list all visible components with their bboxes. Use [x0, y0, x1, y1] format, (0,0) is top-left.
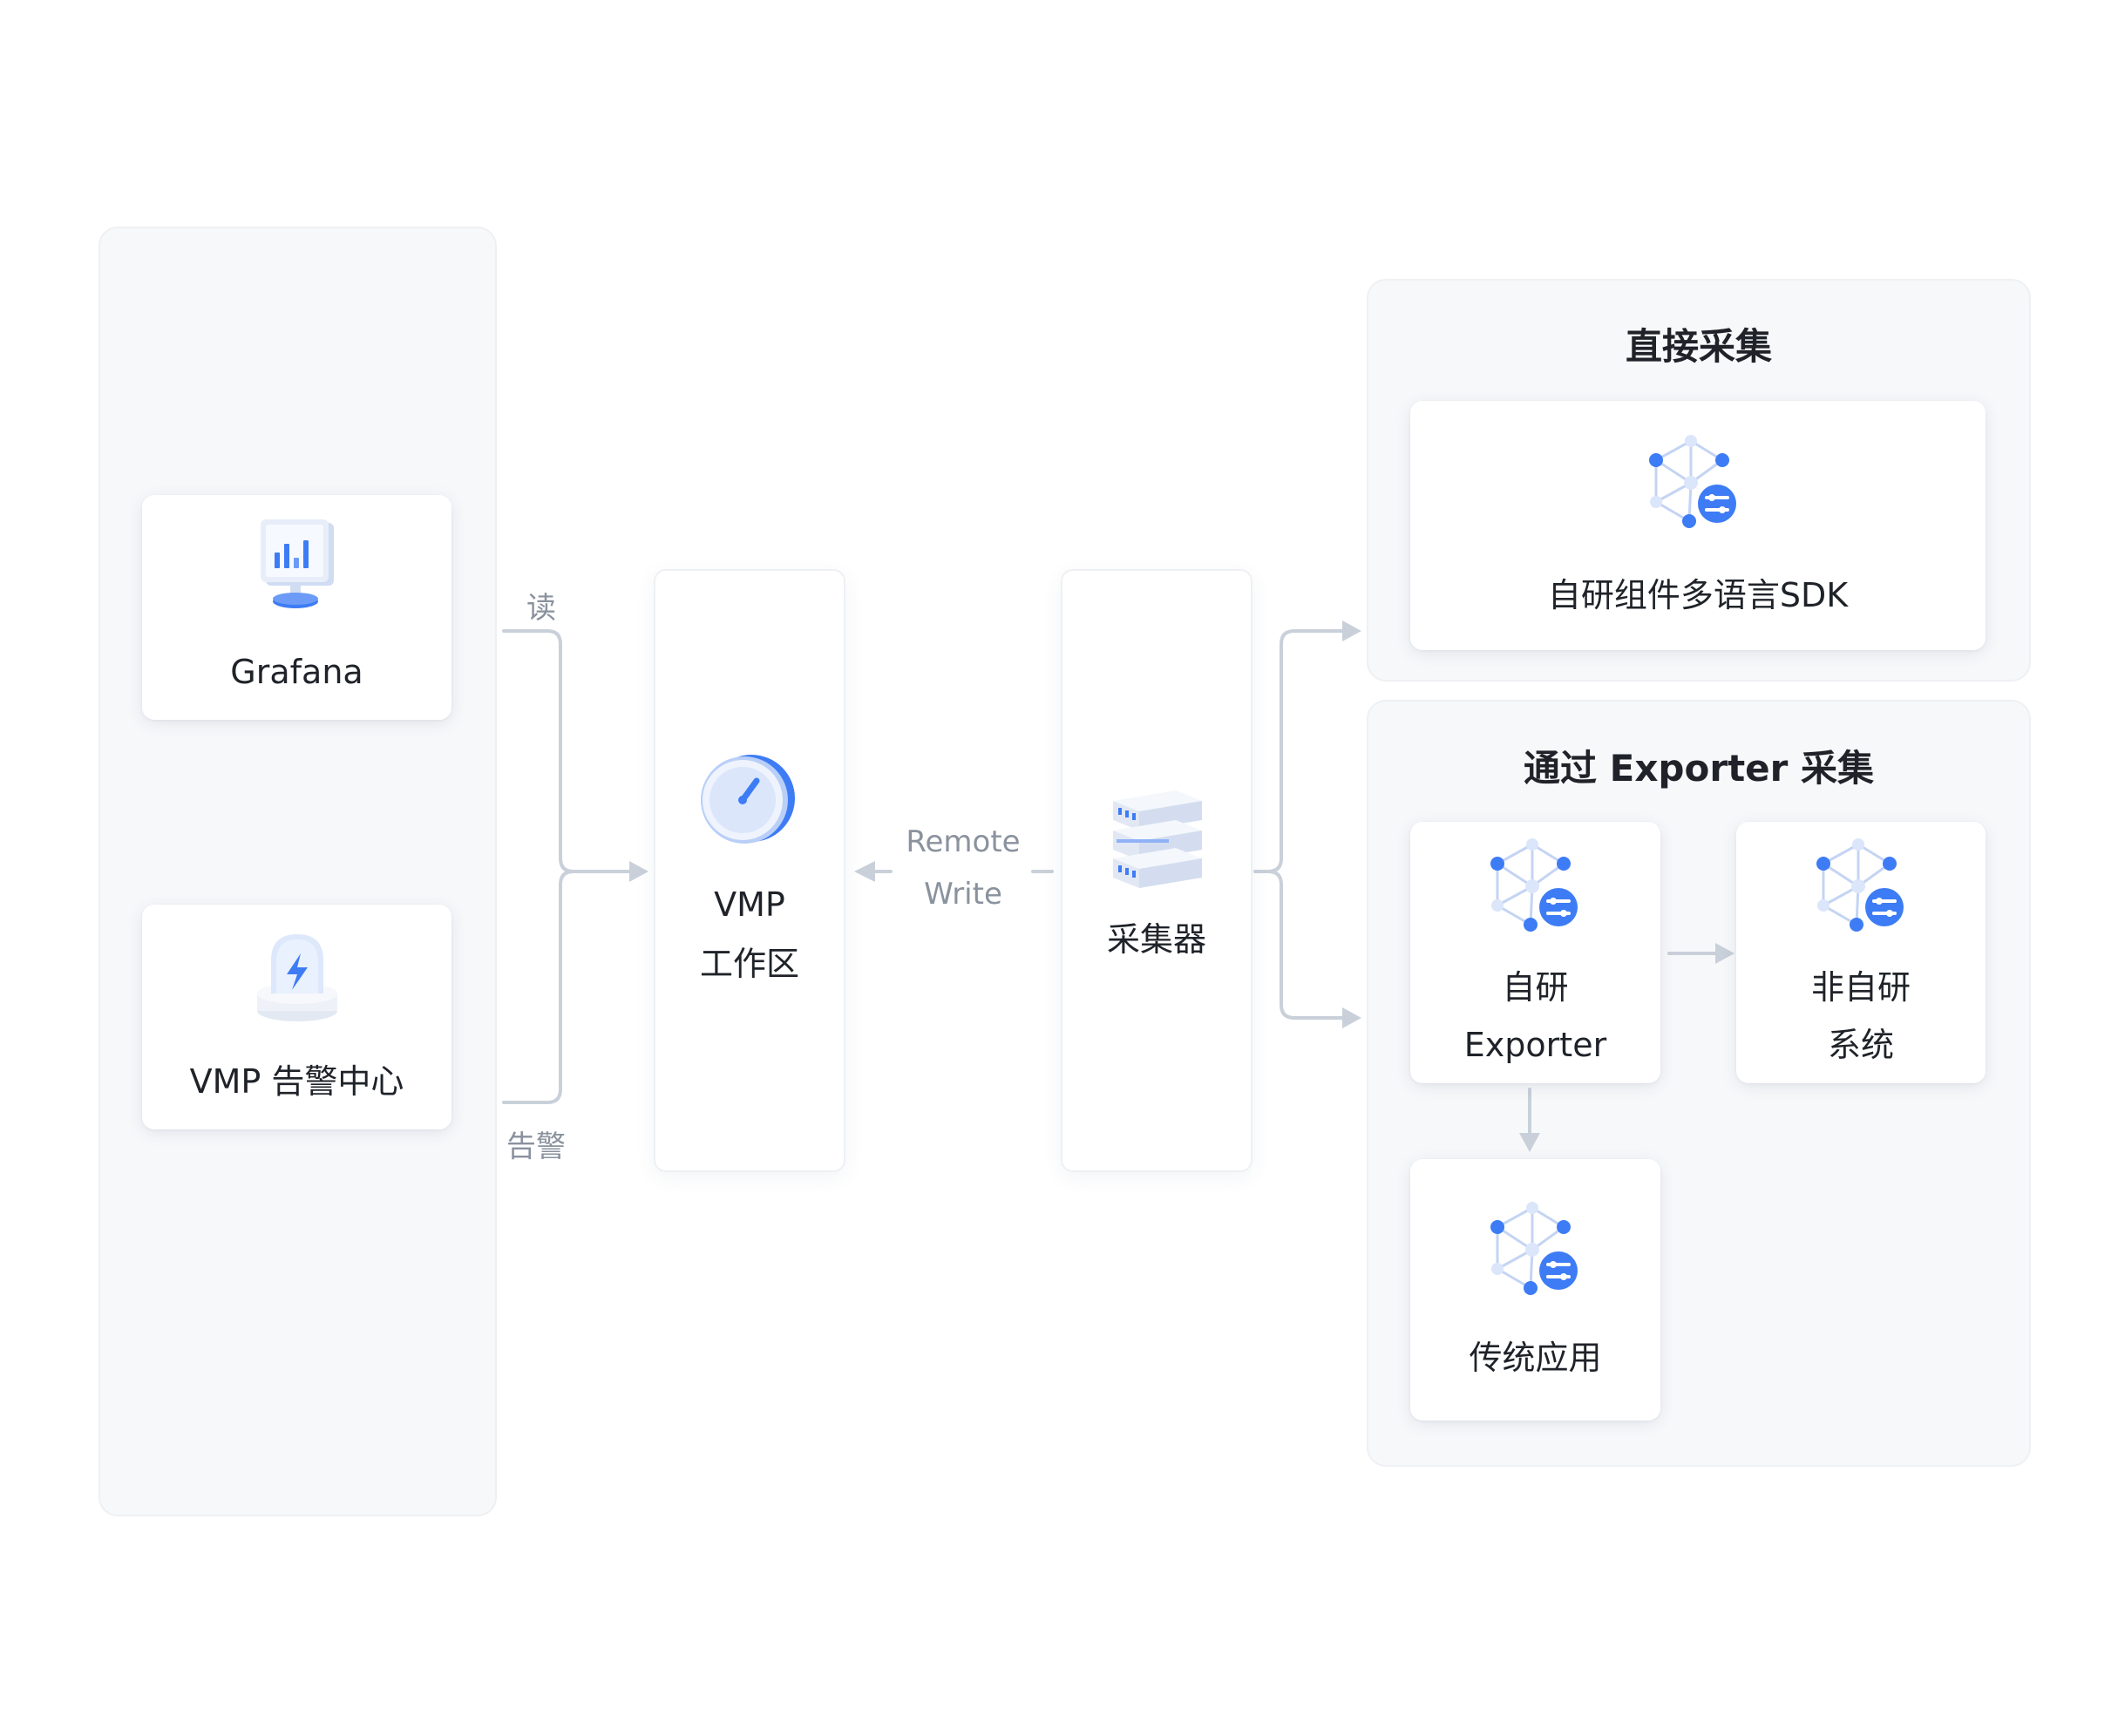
- vmp-workspace-label-line1: VMP: [714, 885, 785, 924]
- vmp-workspace-column[interactable]: VMP 工作区: [654, 569, 845, 1172]
- clients-panel: [98, 227, 497, 1516]
- alert-edge-label: 告警: [506, 1129, 566, 1164]
- self-exporter-card[interactable]: 自研 Exporter: [1410, 822, 1660, 1083]
- non-self-system-label-line2: 系统: [1827, 1026, 1894, 1064]
- non-self-system-label-line1: 非自研: [1810, 968, 1911, 1007]
- alert-center-card[interactable]: VMP 告警中心: [142, 905, 451, 1129]
- sdk-card[interactable]: 自研组件多语言SDK: [1410, 401, 1986, 650]
- exporter-collection-title: 通过 Exporter 采集: [1524, 747, 1874, 790]
- direct-collection-title: 直接采集: [1625, 325, 1772, 368]
- non-self-system-card[interactable]: 非自研 系统: [1736, 822, 1986, 1083]
- remote-write-label-line2: Write: [924, 877, 1002, 912]
- read-edge-label: 读: [526, 591, 556, 626]
- legacy-app-label: 传统应用: [1469, 1339, 1602, 1377]
- alert-center-label: VMP 告警中心: [189, 1062, 404, 1101]
- collector-split-connector-lower: [1266, 870, 1344, 1020]
- server-rack-icon: [1113, 790, 1202, 888]
- arrow-into-exporter: [1342, 1007, 1361, 1028]
- collector-column[interactable]: 采集器: [1061, 569, 1252, 1172]
- network-node-settings-icon: [1816, 838, 1904, 932]
- remote-write-label-line1: Remote: [906, 824, 1021, 859]
- self-exporter-label-line2: Exporter: [1463, 1026, 1607, 1064]
- arrow-into-workspace: [629, 861, 648, 882]
- sdk-label: 自研组件多语言SDK: [1547, 576, 1849, 614]
- vmp-workspace-label-line2: 工作区: [699, 945, 799, 983]
- arrow-into-direct: [1342, 620, 1361, 641]
- grafana-card[interactable]: Grafana: [142, 495, 451, 720]
- self-exporter-label-line1: 自研: [1502, 968, 1569, 1007]
- alarm-beacon-icon: [257, 934, 337, 1021]
- network-node-settings-icon: [1490, 1202, 1578, 1295]
- alert-connector: [502, 870, 575, 1104]
- arrow-into-legacy: [1519, 1133, 1540, 1152]
- arrow-into-workspace-from-collector: [854, 861, 875, 882]
- grafana-label: Grafana: [230, 653, 363, 691]
- arrow-into-nonself: [1715, 943, 1734, 964]
- network-node-settings-icon: [1490, 838, 1578, 932]
- collector-label: 采集器: [1106, 920, 1206, 959]
- monitor-chart-icon: [261, 519, 334, 608]
- network-node-settings-icon: [1649, 435, 1736, 528]
- gauge-icon: [701, 755, 795, 844]
- collector-split-connector: [1253, 629, 1344, 873]
- read-connector: [502, 629, 631, 873]
- legacy-app-card[interactable]: 传统应用: [1410, 1159, 1660, 1421]
